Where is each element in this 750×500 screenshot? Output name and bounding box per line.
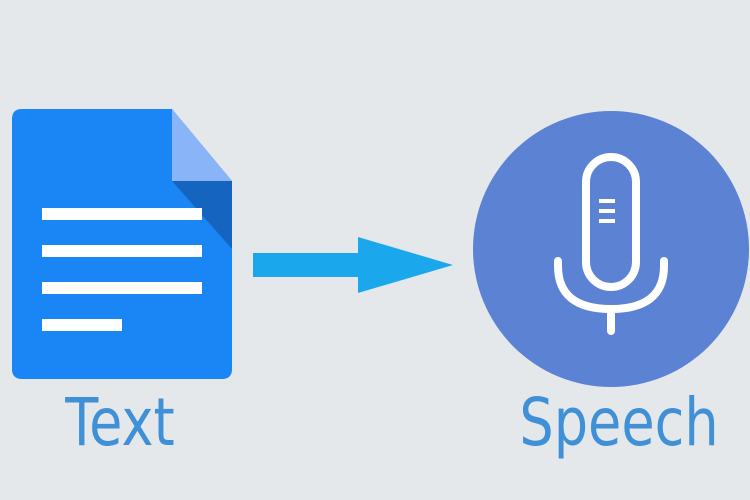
speech-label: Speech bbox=[519, 384, 719, 461]
text-label: Text bbox=[65, 384, 175, 461]
microphone-icon bbox=[473, 111, 749, 387]
document-icon bbox=[12, 109, 232, 379]
arrow-right-icon bbox=[253, 237, 453, 293]
